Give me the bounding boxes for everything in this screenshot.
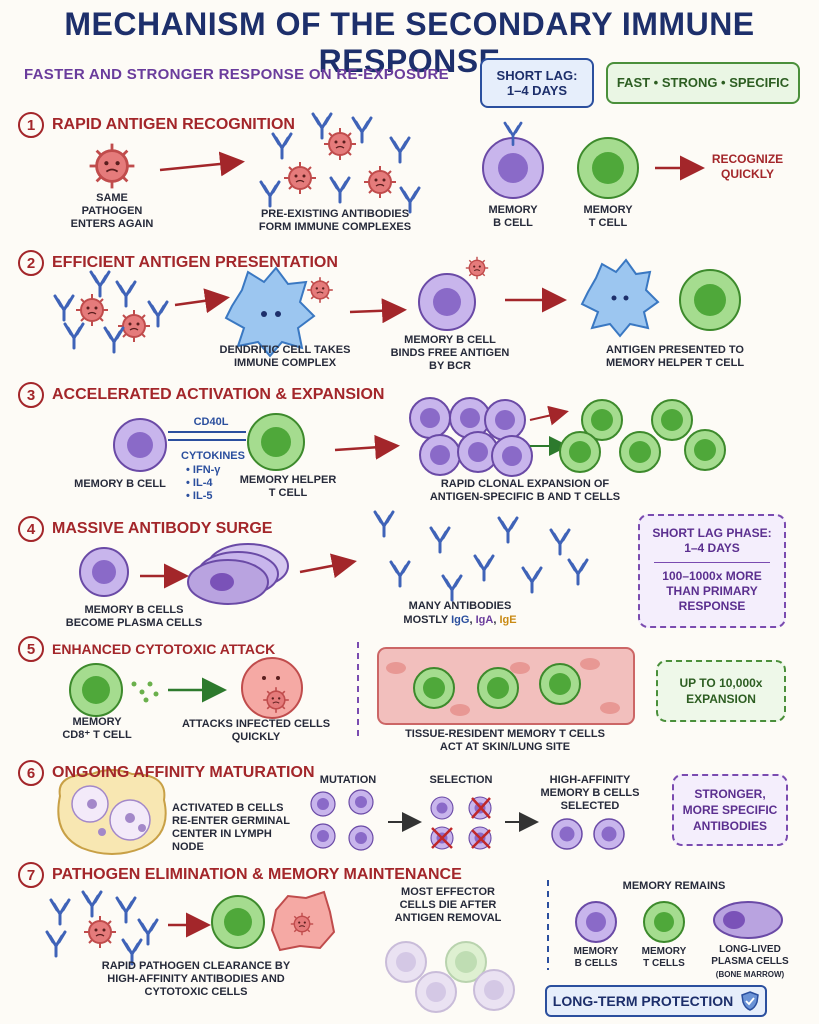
s4-many-label: MANY ANTIBODIES bbox=[408, 600, 512, 612]
s7-bone-label: (BONE MARROW) bbox=[715, 970, 785, 979]
s3-clonal-label: RAPID CLONAL EXPANSION OF ANTIGEN-SPECIF… bbox=[429, 478, 621, 503]
section-title: ONGOING AFFINITY MATURATION bbox=[52, 764, 315, 781]
section-number: 3 bbox=[18, 382, 44, 408]
s1-memory-t-label: MEMORY T CELL bbox=[583, 204, 633, 229]
s4-mostly-label: MOSTLY IgG, IgA, IgE bbox=[403, 614, 517, 626]
s6-stronger-note: STRONGER, MORE SPECIFIC ANTIBODIES bbox=[672, 774, 788, 846]
s4-plasma-label: MEMORY B CELLS BECOME PLASMA CELLS bbox=[65, 604, 203, 629]
s3-cytokine-list: • IFN-γ • IL-4 • IL-5 bbox=[186, 464, 221, 502]
s7-die-label: MOST EFFECTOR CELLS DIE AFTER ANTIGEN RE… bbox=[394, 886, 502, 924]
long-term-protection-banner: LONG-TERM PROTECTION bbox=[545, 985, 767, 1017]
igg-label: IgG bbox=[451, 614, 470, 626]
section-number: 7 bbox=[18, 862, 44, 888]
s2-dendritic-label: DENDRITIC CELL TAKES IMMUNE COMPLEX bbox=[219, 344, 351, 369]
s3-memory-helper-t-label: MEMORY HELPER T CELL bbox=[239, 474, 337, 499]
s1-memory-b-label: MEMORY B CELL bbox=[488, 204, 538, 229]
s6-high-affinity-label: HIGH-AFFINITY MEMORY B CELLS SELECTED bbox=[540, 774, 640, 812]
section-3-header: 3 ACCELERATED ACTIVATION & EXPANSION bbox=[18, 382, 384, 408]
s6-germinal-label: ACTIVATED B CELLS RE-ENTER GERMINAL CENT… bbox=[172, 802, 290, 853]
long-term-label: LONG-TERM PROTECTION bbox=[552, 993, 734, 1009]
section-5-header: 5 ENHANCED CYTOTOXIC ATTACK bbox=[18, 636, 275, 662]
s3-artwork bbox=[113, 397, 726, 477]
section-6-header: 6 ONGOING AFFINITY MATURATION bbox=[18, 760, 315, 786]
section-4-header: 4 MASSIVE ANTIBODY SURGE bbox=[18, 516, 272, 542]
cytokine-item: IFN-γ bbox=[192, 464, 221, 476]
s1-artwork bbox=[88, 112, 705, 214]
page-subtitle: FASTER AND STRONGER RESPONSE ON RE-EXPOS… bbox=[24, 66, 449, 83]
section-number: 6 bbox=[18, 760, 44, 786]
s2-bcell-label: MEMORY B CELL BINDS FREE ANTIGEN BY BCR bbox=[390, 334, 510, 372]
cytokine-item: IL-4 bbox=[192, 477, 213, 489]
s5-artwork bbox=[69, 642, 635, 740]
section-number: 1 bbox=[18, 112, 44, 138]
shield-icon bbox=[741, 991, 760, 1011]
s7-memory-t-label: MEMORY T CELLS bbox=[641, 946, 687, 969]
s6-selection-label: SELECTION bbox=[429, 774, 493, 786]
tagline-box: FAST • STRONG • SPECIFIC bbox=[606, 62, 800, 104]
lag-note-detail: 100–1000x MORE THAN PRIMARY RESPONSE bbox=[662, 569, 762, 613]
s3-memory-b-label: MEMORY B CELL bbox=[74, 478, 166, 490]
s2-artwork bbox=[53, 256, 741, 358]
s3-cd40l-label: CD40L bbox=[193, 416, 229, 428]
ige-label: IgE bbox=[499, 614, 517, 626]
section-title: EFFICIENT ANTIGEN PRESENTATION bbox=[52, 254, 338, 271]
section-title: PATHOGEN ELIMINATION & MEMORY MAINTENANC… bbox=[52, 866, 462, 883]
s5-cd8-label: MEMORY CD8⁺ T CELL bbox=[62, 716, 132, 741]
s3-cytokines-label: CYTOKINES bbox=[181, 450, 245, 462]
short-lag-line2: 1–4 DAYS bbox=[506, 83, 568, 98]
section-number: 4 bbox=[18, 516, 44, 542]
s7-artwork bbox=[45, 880, 783, 1013]
section-1-header: 1 RAPID ANTIGEN RECOGNITION bbox=[18, 112, 295, 138]
mostly-text: MOSTLY bbox=[403, 614, 452, 626]
section-title: MASSIVE ANTIBODY SURGE bbox=[52, 520, 273, 537]
section-number: 2 bbox=[18, 250, 44, 276]
s7-memory-b-label: MEMORY B CELLS bbox=[573, 946, 619, 969]
section-7-header: 7 PATHOGEN ELIMINATION & MEMORY MAINTENA… bbox=[18, 862, 462, 888]
s7-clearance-label: RAPID PATHOGEN CLEARANCE BY HIGH-AFFINIT… bbox=[101, 960, 291, 998]
s4-lag-note: SHORT LAG PHASE: 1–4 DAYS 100–1000x MORE… bbox=[638, 514, 786, 628]
s2-presented-label: ANTIGEN PRESENTED TO MEMORY HELPER T CEL… bbox=[605, 344, 745, 369]
section-title: RAPID ANTIGEN RECOGNITION bbox=[52, 116, 295, 133]
s4-artwork bbox=[79, 510, 589, 605]
s6-mutation-label: MUTATION bbox=[319, 774, 377, 786]
s7-plasma-label: LONG-LIVED PLASMA CELLS bbox=[711, 944, 789, 967]
s5-tissue-label: TISSUE-RESIDENT MEMORY T CELLS ACT AT SK… bbox=[405, 728, 605, 753]
s5-expansion-note: UP TO 10,000x EXPANSION bbox=[656, 660, 786, 722]
page-title: MECHANISM OF THE SECONDARY IMMUNE RESPON… bbox=[64, 6, 755, 79]
s6-artwork bbox=[57, 769, 625, 855]
section-number: 5 bbox=[18, 636, 44, 662]
s7-remains-label: MEMORY REMAINS bbox=[622, 880, 726, 892]
iga-label: IgA bbox=[475, 614, 494, 626]
short-lag-box: SHORT LAG: 1–4 DAYS bbox=[480, 58, 594, 108]
short-lag-line1: SHORT LAG: bbox=[496, 68, 578, 83]
cytokine-item: IL-5 bbox=[192, 490, 213, 502]
section-2-header: 2 EFFICIENT ANTIGEN PRESENTATION bbox=[18, 250, 338, 276]
s1-complex-label: PRE-EXISTING ANTIBODIES FORM IMMUNE COMP… bbox=[258, 208, 412, 233]
s1-pathogen-label: SAME PATHOGEN ENTERS AGAIN bbox=[70, 192, 154, 230]
section-title: ACCELERATED ACTIVATION & EXPANSION bbox=[52, 386, 385, 403]
s1-recognize-label: RECOGNIZE QUICKLY bbox=[711, 152, 784, 181]
section-title: ENHANCED CYTOTOXIC ATTACK bbox=[52, 641, 276, 657]
s5-attack-label: ATTACKS INFECTED CELLS QUICKLY bbox=[181, 718, 331, 743]
lag-note-title: SHORT LAG PHASE: 1–4 DAYS bbox=[652, 526, 772, 555]
